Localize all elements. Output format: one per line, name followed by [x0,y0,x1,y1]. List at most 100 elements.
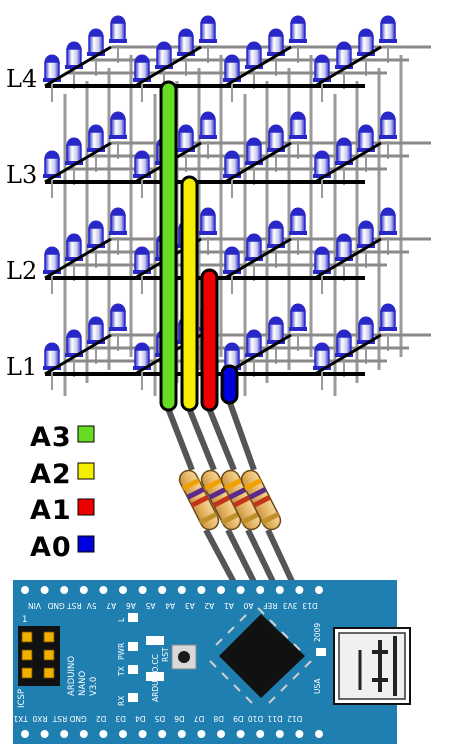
top-pin-headers [21,586,323,594]
layer-connector [44,333,112,376]
led [109,303,127,331]
top-pin-label: A0 [243,601,253,610]
top-pin-label: D13 [302,601,318,610]
led [109,207,127,235]
led [109,111,127,139]
top-pin-label: 5V [86,601,97,610]
model-text: ARDUINO NANO V3.0 [67,656,99,696]
bottom-pin-label: GND [69,714,86,723]
led [65,233,83,261]
led [289,111,307,139]
bottom-pin-hole [295,730,304,738]
led [289,207,307,235]
bottom-pin-label: D10 [248,714,264,723]
reset-button[interactable]: RST [161,644,197,670]
top-pin-label: RST [67,601,82,610]
top-pin-label: A5 [145,601,155,610]
bottom-pin-headers [21,730,323,738]
top-pin-hole [177,586,186,594]
top-pin-label: A4 [165,601,175,610]
led [357,124,375,152]
led [245,41,263,69]
bottom-pin-label: D5 [154,714,165,723]
led [133,246,151,274]
led [267,28,285,56]
wire-a0 [220,364,239,405]
model-line-3: V3.0 [89,677,99,696]
layer-connector [314,333,382,376]
led [87,124,105,152]
led-label-rx: RX [117,696,126,706]
led [335,137,353,165]
led [245,329,263,357]
layer-connector [134,45,202,88]
legend-swatch-a1 [77,498,95,516]
layer-label-l1: L1 [6,353,37,381]
bottom-pin-hole [177,730,186,738]
layer-connector [44,45,112,88]
led [133,342,151,370]
layer-connector [44,237,112,280]
lead-a3 [165,406,195,472]
icsp-label: ICSP [17,689,27,708]
led [313,246,331,274]
led [109,15,127,43]
cube-layer-3 [43,111,431,198]
legend-swatch-a2 [77,462,95,480]
resistor-a0 [240,469,282,531]
cube-layer-4 [43,15,431,102]
layer-label-l2: L2 [6,257,37,285]
top-pin-hole [295,586,304,594]
led [87,316,105,344]
legend: A3 A2 A1 A0 [30,422,95,563]
led [313,54,331,82]
bottom-pin-hole [99,730,108,738]
bottom-pin-label: TX1 [13,714,29,723]
layer-connector [44,141,112,184]
bottom-pin-hole [60,730,69,738]
led [379,207,397,235]
resistors [178,469,282,531]
led [313,150,331,178]
top-pin-label: A7 [106,601,116,610]
led [223,150,241,178]
bottom-pin-label: D12 [287,714,303,723]
led [267,220,285,248]
layer-connector [314,237,382,280]
led [289,303,307,331]
website-label: ARDUINO.CC [151,654,160,702]
microcontroller-chip [209,607,312,704]
top-pin-hole [275,586,284,594]
legend-label-a3: A3 [30,422,72,453]
header-number: 1 [22,615,27,625]
bottom-pin-label: D3 [115,714,126,723]
bottom-pin-hole [21,730,29,738]
bottom-pin-label: D2 [96,714,107,723]
country-label: USA [313,678,322,694]
legend-swatch-a3 [77,425,95,443]
layer-connector [224,45,292,88]
led [133,54,151,82]
top-pin-hole [119,586,127,594]
led [87,28,105,56]
layer-connector [224,141,292,184]
lead-a1 [206,406,237,472]
led [177,28,195,56]
layer-connector [314,141,382,184]
bottom-pin-hole [158,730,167,738]
led [65,329,83,357]
model-line-1: ARDUINO [67,656,77,696]
legend-label-a1: A1 [30,495,72,526]
top-pin-label: A1 [224,601,234,610]
led [155,41,173,69]
bottom-pin-hole [275,730,284,738]
led [335,329,353,357]
legend-swatch-a0 [77,535,95,553]
led [379,303,397,331]
bottom-pin-hole [236,730,245,738]
led [65,41,83,69]
top-pin-label: A3 [185,601,195,610]
